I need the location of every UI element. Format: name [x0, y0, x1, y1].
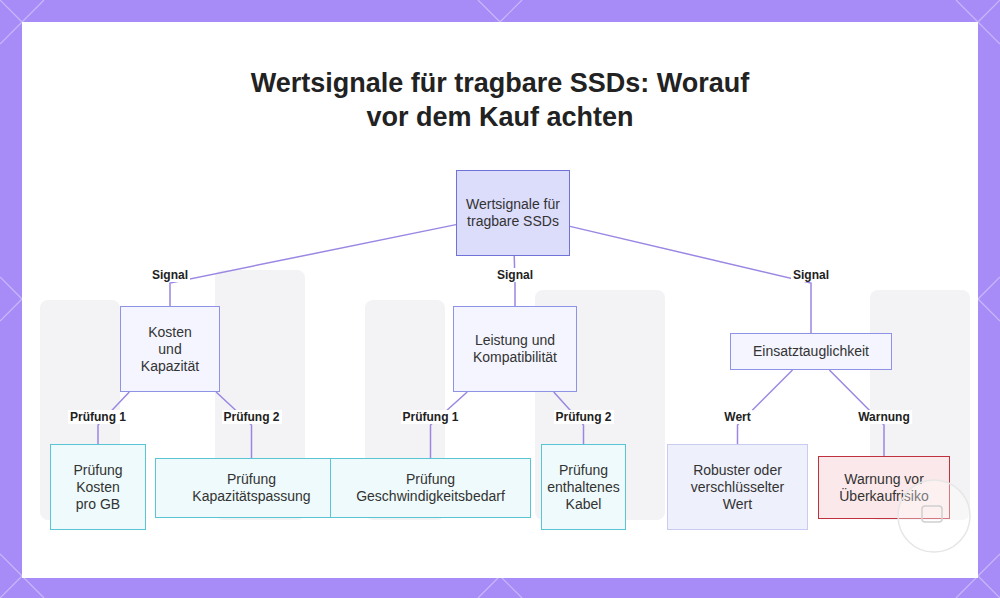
decor-line: [0, 576, 22, 598]
decor-line: [978, 576, 1000, 598]
connector-line: [170, 225, 456, 306]
node-text: Kosten und Kapazität: [137, 324, 203, 375]
edge-label: Wert: [722, 410, 752, 424]
edge-label: Prüfung 2: [222, 410, 282, 424]
connector-line: [570, 226, 811, 333]
node-text: Leistung und Kompatibilität: [460, 332, 570, 366]
edge-label: Warnung: [856, 410, 912, 424]
node-text: Robuster oder verschlüsselter Wert: [682, 462, 794, 513]
node-text: Prüfung Kapazitätspassung: [184, 471, 319, 505]
edge-label: Signal: [495, 268, 535, 282]
decor-line: [478, 0, 500, 22]
process-box: Robuster oder verschlüsselter Wert: [667, 444, 808, 530]
node-text: Prüfung enthaltenes Kabel: [544, 462, 624, 513]
decor-line: [478, 576, 500, 598]
connector-line: [216, 392, 251, 458]
process-box: Wertsignale für tragbare SSDs: [456, 170, 570, 256]
decor-line: [978, 277, 1000, 299]
connector-line: [738, 370, 793, 444]
process-box: Einsatztauglichkeit: [730, 333, 892, 370]
edge-label: Prüfung 2: [554, 410, 614, 424]
edge-label: Signal: [150, 268, 190, 282]
decor-line: [978, 0, 1000, 22]
node-text: Prüfung Kosten pro GB: [67, 462, 129, 513]
node-text: Wertsignale für tragbare SSDs: [464, 196, 562, 230]
process-box: Prüfung Kosten pro GB: [50, 444, 146, 530]
edge-label: Prüfung 1: [401, 410, 461, 424]
decor-line: [978, 299, 1000, 321]
process-box: Leistung und Kompatibilität: [453, 306, 577, 392]
process-box: Prüfung Geschwindigkeitsbedarf: [330, 458, 531, 518]
edge-label: Signal: [791, 268, 831, 282]
connector-line: [431, 392, 468, 458]
process-box: Prüfung enthaltenes Kabel: [541, 444, 626, 530]
node-text: Warnung vor Überkaufrisiko: [828, 471, 940, 505]
process-box: Prüfung Kapazitätspassung: [155, 458, 348, 518]
decor-line: [500, 0, 522, 22]
decor-line: [0, 277, 22, 299]
decor-line: [0, 299, 22, 321]
node-text: Prüfung Geschwindigkeitsbedarf: [343, 471, 518, 505]
diagram-title: Wertsignale für tragbare SSDs: Worauf vo…: [240, 66, 760, 134]
decor-line: [500, 576, 522, 598]
edge-label: Prüfung 1: [68, 410, 128, 424]
decor-line: [0, 0, 22, 22]
process-box: Kosten und Kapazität: [120, 306, 220, 392]
node-text: Einsatztauglichkeit: [753, 343, 869, 360]
process-box: Warnung vor Überkaufrisiko: [818, 456, 950, 519]
